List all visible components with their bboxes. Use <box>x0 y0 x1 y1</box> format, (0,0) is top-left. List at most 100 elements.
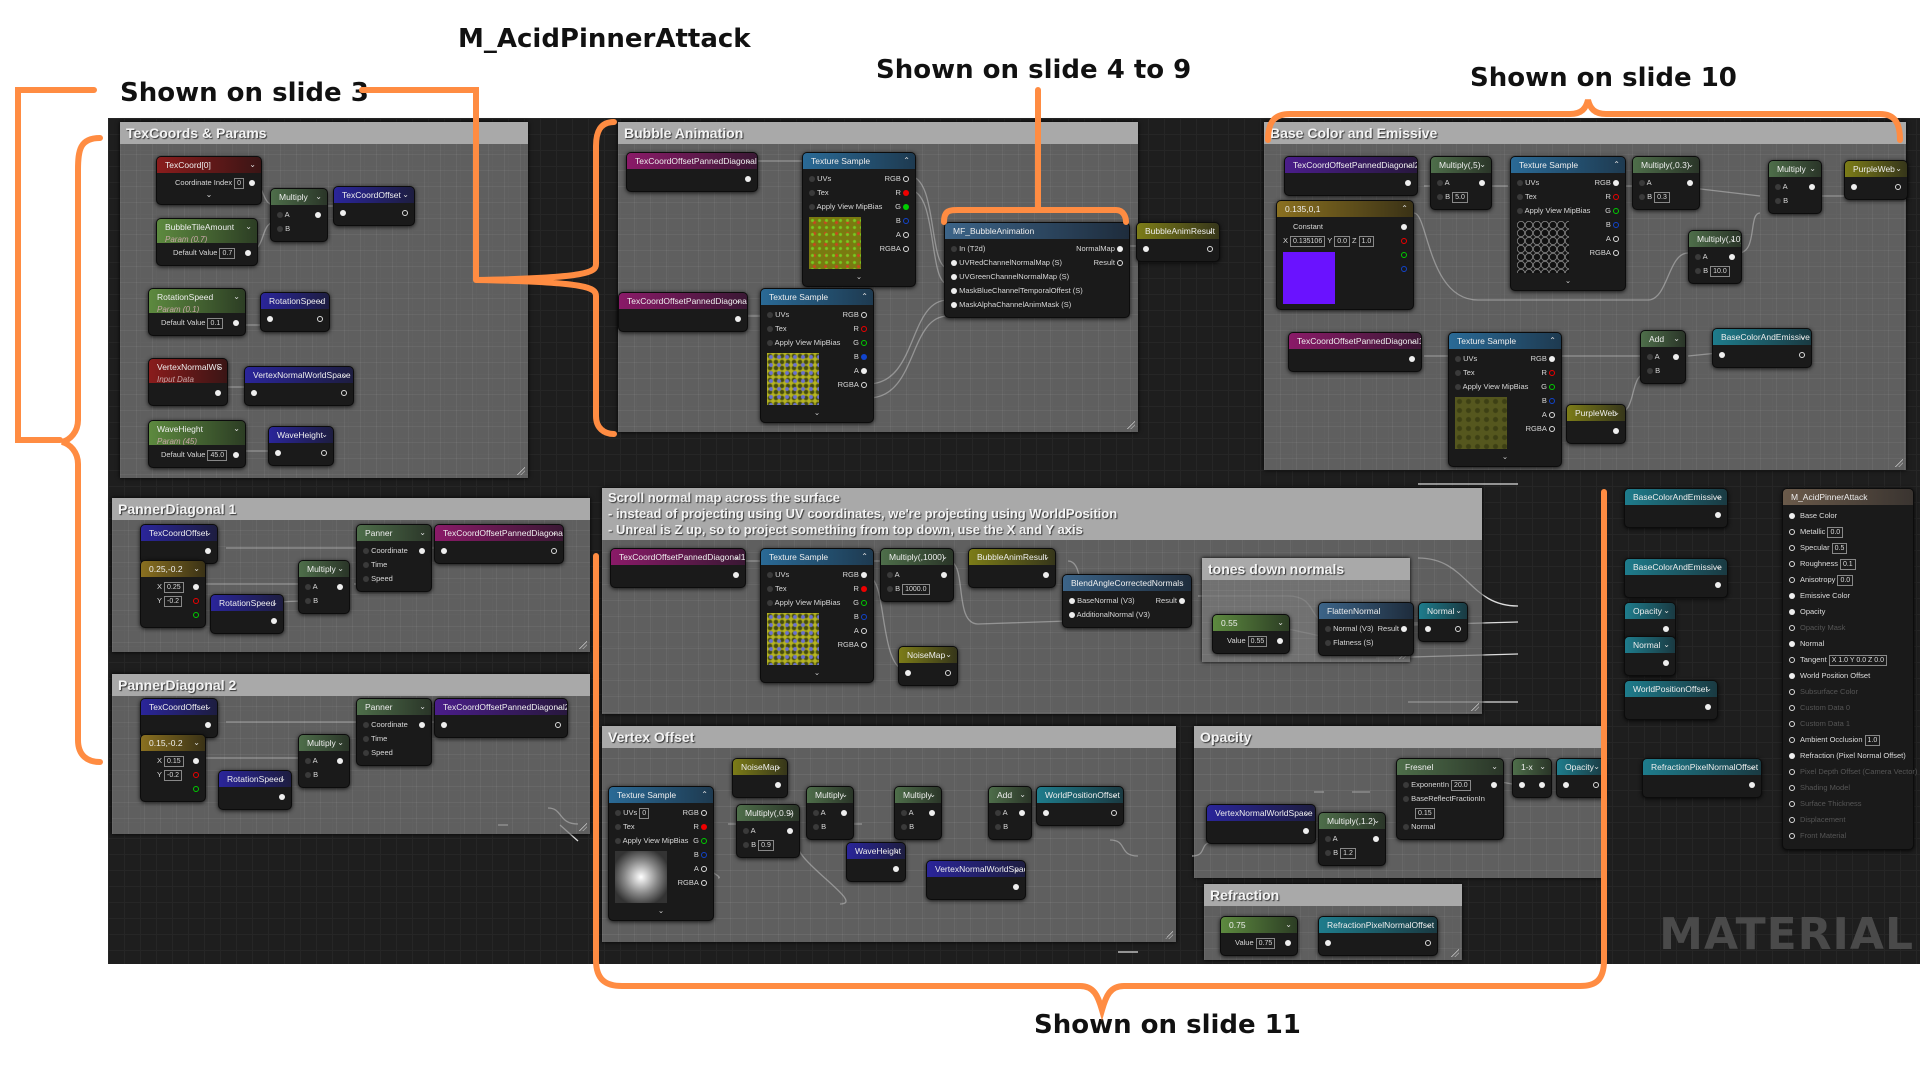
output-pin[interactable] <box>1799 352 1805 358</box>
material-graph-canvas[interactable]: TexCoords & Params TexCoord[0]⌄ Coordina… <box>108 118 1920 964</box>
output-pin[interactable] <box>551 548 557 554</box>
output-pin[interactable] <box>701 810 707 817</box>
output-pin[interactable] <box>249 180 255 186</box>
output-pin[interactable] <box>1613 180 1619 187</box>
output-pin-b[interactable] <box>701 852 707 858</box>
value-field[interactable]: 1.2 <box>1340 848 1356 859</box>
input-pin[interactable] <box>1325 850 1331 857</box>
input-pin[interactable] <box>277 226 283 233</box>
node-mf-bubble-animation[interactable]: MF_BubbleAnimation In (T2d)NormalMap UVR… <box>944 222 1130 318</box>
node-vertex-normal-world-space-get[interactable]: VertexNormalWorldSpace⌄ <box>1206 804 1316 844</box>
output-pin-a[interactable] <box>701 866 707 872</box>
node-rotation-speed-set[interactable]: RotationSpeed⌄ <box>260 292 330 332</box>
output-pin[interactable] <box>1729 254 1735 260</box>
output-pin[interactable] <box>735 316 741 322</box>
input-pin[interactable] <box>1789 689 1795 696</box>
output-pin[interactable] <box>1809 184 1815 190</box>
chevron-down-icon[interactable]: ⌄ <box>1715 562 1722 571</box>
value-field[interactable]: 0.1 <box>1839 559 1856 570</box>
chevron-down-icon[interactable]: ⌄ <box>337 564 344 573</box>
input-pin[interactable] <box>809 176 815 183</box>
input-pin[interactable] <box>951 260 957 267</box>
output-pin-rgba[interactable] <box>701 880 707 886</box>
input-pin[interactable] <box>813 824 819 831</box>
value-field[interactable]: 0.3 <box>1654 192 1670 203</box>
node-tc-panned1-get[interactable]: TexCoordOffsetPannedDiagonal1⌄ <box>1288 332 1422 372</box>
input-pin[interactable] <box>1647 368 1653 375</box>
material-pin-world-position-offset[interactable]: World Position Offset <box>1789 668 1907 684</box>
input-pin[interactable] <box>767 312 773 319</box>
resize-handle[interactable] <box>1895 459 1903 467</box>
output-pin[interactable] <box>1405 180 1411 186</box>
chevron-down-icon[interactable]: ⌄ <box>1613 408 1620 417</box>
input-pin[interactable] <box>767 586 773 593</box>
input-pin[interactable] <box>1775 184 1781 191</box>
resize-handle[interactable] <box>517 467 525 475</box>
input-pin[interactable] <box>1455 356 1461 363</box>
input-pin[interactable] <box>1789 513 1795 520</box>
input-pin[interactable] <box>1455 384 1461 391</box>
expand-icon[interactable]: ⌄ <box>813 668 821 677</box>
output-pin-a[interactable] <box>1549 412 1555 418</box>
value-field[interactable]: 0.5 <box>1831 543 1848 554</box>
chevron-down-icon[interactable]: ⌄ <box>341 370 348 379</box>
node-rotation-speed-get[interactable]: RotationSpeed⌄ <box>218 770 292 810</box>
node-blend-angle-corrected-normals[interactable]: BlendAngleCorrectedNormals BaseNormal (V… <box>1062 574 1192 628</box>
expand-icon[interactable]: ⌄ <box>205 190 213 199</box>
node-world-position-offset-get[interactable]: WorldPositionOffset⌄ <box>1624 680 1718 720</box>
output-pin[interactable] <box>233 320 239 326</box>
output-pin[interactable] <box>903 176 909 183</box>
input-pin[interactable] <box>363 576 369 583</box>
output-pin[interactable] <box>1539 782 1545 788</box>
output-pin[interactable] <box>1207 246 1213 252</box>
resize-handle[interactable] <box>579 641 587 649</box>
output-pin-r[interactable] <box>1549 370 1555 377</box>
chevron-down-icon[interactable]: ⌄ <box>1715 492 1722 501</box>
input-pin[interactable] <box>1789 609 1795 616</box>
output-pin[interactable] <box>1715 512 1721 518</box>
node-panner[interactable]: Panner⌄ Coordinate Time Speed <box>356 698 432 766</box>
chevron-down-icon[interactable]: ⌄ <box>419 702 426 711</box>
chevron-down-icon[interactable]: ⌄ <box>1285 920 1292 929</box>
output-pin[interactable] <box>1111 810 1117 816</box>
input-pin[interactable] <box>1789 753 1795 760</box>
input-pin[interactable] <box>995 824 1001 831</box>
output-pin-r[interactable] <box>193 772 199 778</box>
output-pin-rgba[interactable] <box>861 382 867 388</box>
value-field[interactable]: 0.0 <box>1837 575 1854 586</box>
resize-handle[interactable] <box>579 823 587 831</box>
value-field[interactable]: -0.2 <box>164 770 183 781</box>
chevron-down-icon[interactable]: ⌄ <box>233 292 240 301</box>
chevron-down-icon[interactable]: ⌄ <box>1207 226 1214 235</box>
chevron-up-icon[interactable]: ⌃ <box>701 790 708 799</box>
output-pin-b[interactable] <box>861 614 867 620</box>
output-pin-r[interactable] <box>1613 194 1619 201</box>
input-pin[interactable] <box>363 722 369 729</box>
output-pin[interactable] <box>233 452 239 458</box>
node-multiply[interactable]: Multiply⌄ A B <box>806 786 854 840</box>
chevron-down-icon[interactable]: ⌄ <box>733 552 740 561</box>
output-pin[interactable] <box>1401 224 1407 230</box>
node-opacity-get[interactable]: Opacity⌄ <box>1624 602 1676 642</box>
input-pin[interactable] <box>1403 796 1409 803</box>
chevron-down-icon[interactable]: ⌄ <box>317 296 324 305</box>
chevron-down-icon[interactable]: ⌄ <box>555 702 562 711</box>
output-pin[interactable] <box>1491 782 1497 788</box>
chevron-down-icon[interactable]: ⌄ <box>1373 816 1380 825</box>
output-pin[interactable] <box>555 722 561 728</box>
output-pin[interactable] <box>337 584 343 590</box>
input-pin[interactable] <box>1789 705 1795 712</box>
value-field[interactable]: X 1.0 Y 0.0 Z 0.0 <box>1828 655 1887 666</box>
value-field[interactable]: 0.15 <box>1415 808 1435 819</box>
value-field[interactable]: 0.25 <box>164 582 184 593</box>
input-pin[interactable] <box>767 600 773 607</box>
output-pin-g[interactable] <box>861 340 867 347</box>
input-pin[interactable] <box>1517 208 1523 215</box>
input-pin[interactable] <box>305 584 311 591</box>
